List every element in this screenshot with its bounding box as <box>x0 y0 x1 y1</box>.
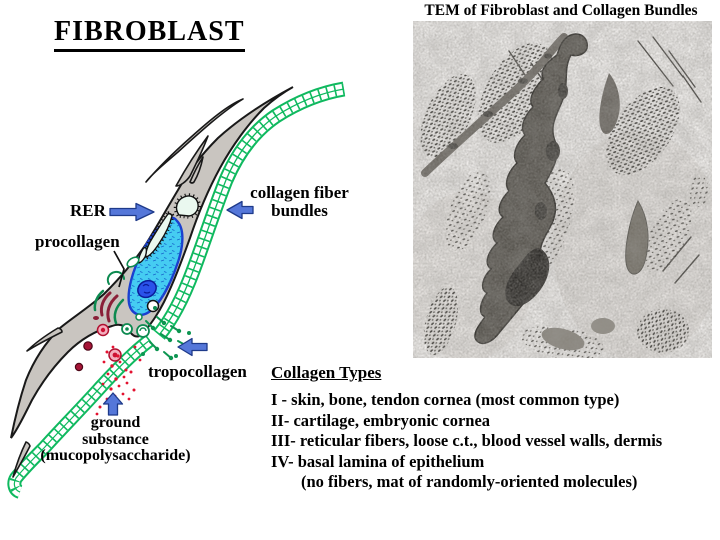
collagen-type-2: II- cartilage, embryonic cornea <box>271 410 491 430</box>
label-ground-substance: ground substance (mucopolysaccharide) <box>33 414 198 465</box>
label-ground-substance-line1: ground <box>90 414 141 431</box>
rer-arrow-icon <box>109 202 155 222</box>
label-collagen-fiber-bundles-line2: bundles <box>271 200 328 220</box>
label-collagen-fiber-bundles-line1: collagen fiber <box>250 183 349 202</box>
tem-micrograph-image <box>413 21 712 358</box>
procollagen-pointer-line <box>113 250 125 288</box>
collagen-band-lower <box>7 334 155 499</box>
golgi-organelle <box>93 256 140 325</box>
collagen-type-1: I - skin, bone, tendon cornea (most comm… <box>271 390 620 409</box>
label-rer: RER <box>70 201 106 220</box>
fibroblast-diagram <box>7 81 346 499</box>
label-ground-substance-line2: substance <box>82 430 149 448</box>
label-tropocollagen: tropocollagen <box>148 362 247 381</box>
page-title: FIBROBLAST <box>54 16 245 52</box>
collagen-types-section: Collagen Types I - skin, bone, tendon co… <box>271 363 701 493</box>
nucleolus <box>137 279 157 299</box>
collagen-band-upper <box>153 81 346 340</box>
collagen-type-4: IV- basal lamina of epithelium <box>271 451 485 471</box>
collagen-type-4-note: (no fibers, mat of randomly-oriented mol… <box>301 472 638 491</box>
ground-substance-arrow-icon <box>102 392 124 416</box>
secretory-vesicles <box>74 299 160 372</box>
ground-substance-dots <box>95 345 142 416</box>
tropocollagen-rods <box>141 316 191 361</box>
collagen-bundles-arrow-icon <box>226 200 254 220</box>
collagen-types-heading: Collagen Types <box>271 363 382 382</box>
tropocollagen-arrow-icon <box>177 337 208 357</box>
label-ground-substance-line3: (mucopolysaccharide) <box>40 447 191 464</box>
tem-image-title: TEM of Fibroblast and Collagen Bundles <box>424 2 698 19</box>
collagen-type-3: III- reticular fibers, loose c.t., blood… <box>271 431 663 450</box>
label-collagen-fiber-bundles: collagen fiber bundles <box>242 184 357 220</box>
label-procollagen: procollagen <box>35 232 120 251</box>
